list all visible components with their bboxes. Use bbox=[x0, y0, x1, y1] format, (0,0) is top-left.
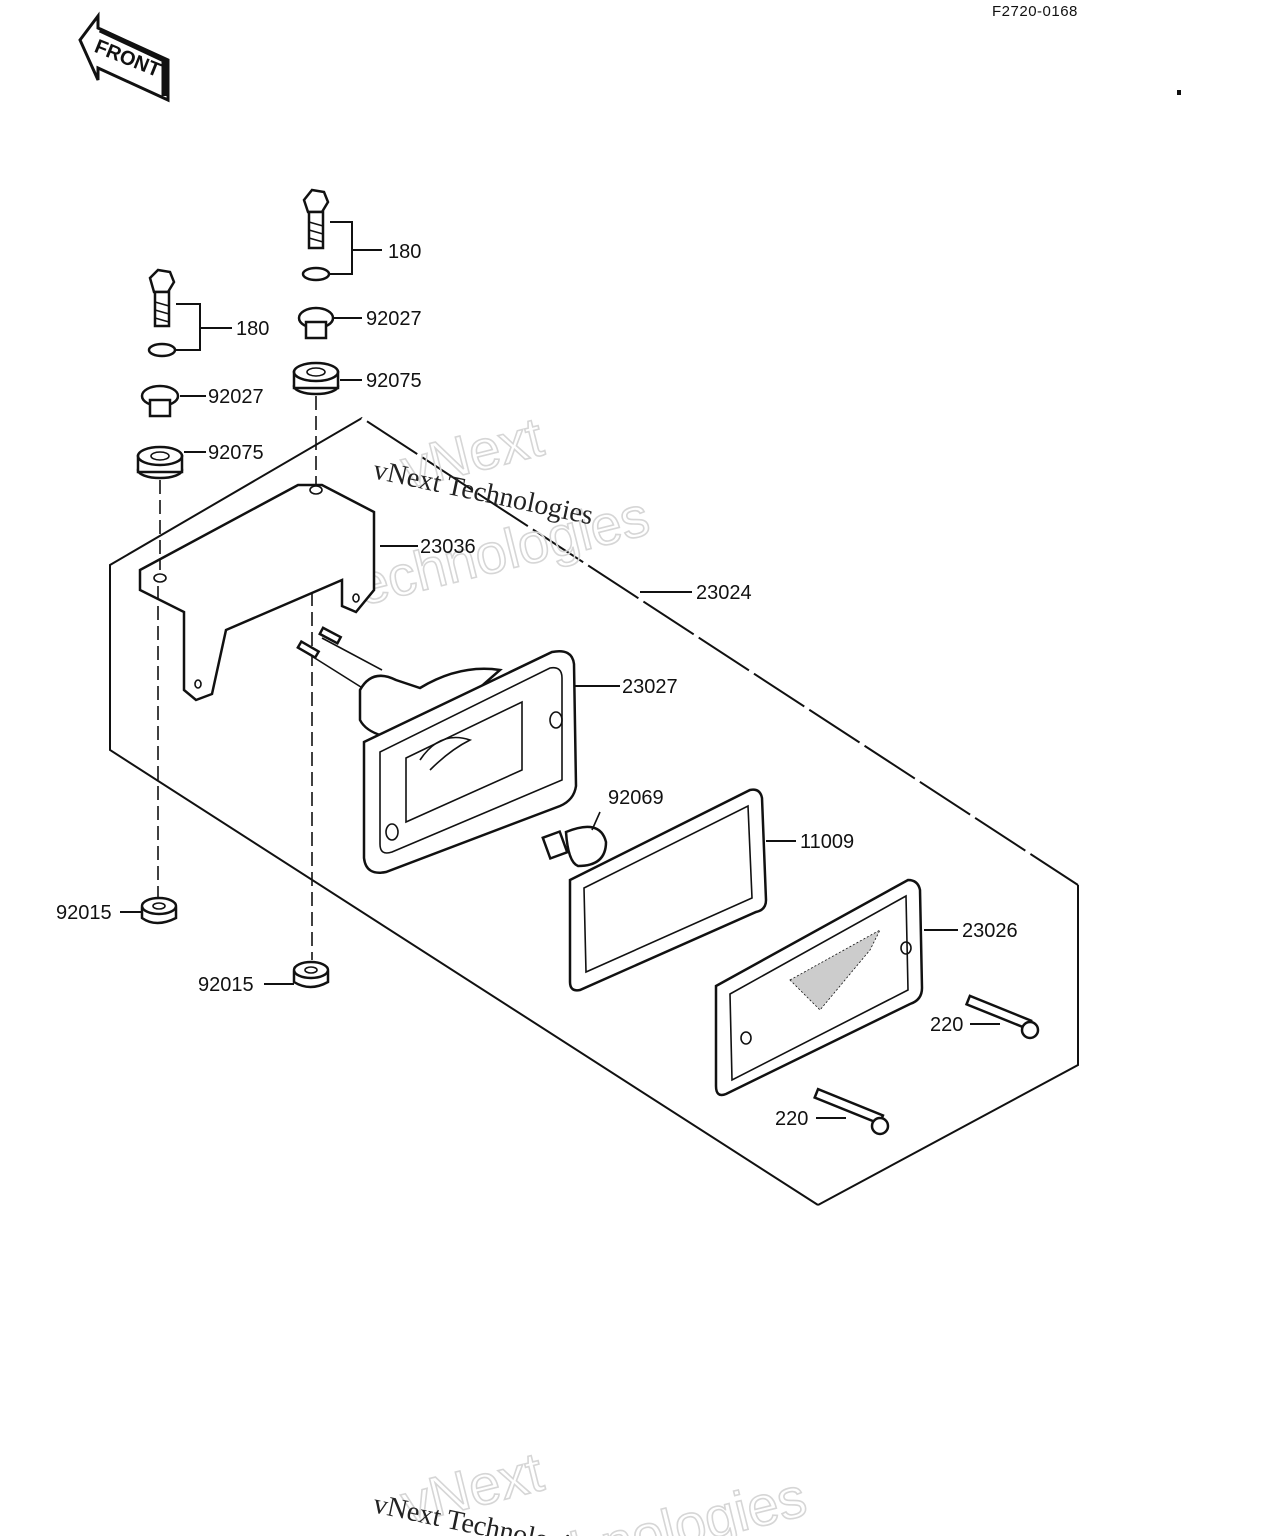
callout-92015-right: 92015 bbox=[198, 974, 254, 996]
screw-lower bbox=[813, 1087, 890, 1136]
callout-92027-right: 92027 bbox=[366, 308, 422, 330]
collar-washer-left bbox=[140, 384, 180, 418]
mounting-bracket bbox=[138, 483, 376, 702]
watermark: vNext Technologies vNext Technologies vN… bbox=[322, 404, 813, 1536]
lens bbox=[714, 878, 924, 1097]
lock-washer-left bbox=[147, 342, 177, 358]
callout-23024: 23024 bbox=[696, 582, 752, 604]
collar-washer-right bbox=[297, 306, 335, 340]
screw-upper bbox=[964, 994, 1040, 1040]
callout-23027: 23027 bbox=[622, 676, 678, 698]
callout-23026: 23026 bbox=[962, 920, 1018, 942]
wire-leads bbox=[296, 626, 383, 695]
grommet-right bbox=[292, 361, 340, 396]
callout-92075-right: 92075 bbox=[366, 370, 422, 392]
gasket bbox=[568, 788, 768, 992]
front-arrow-icon: FRONT bbox=[78, 11, 170, 103]
lamp-housing bbox=[358, 650, 578, 874]
lock-washer-right bbox=[301, 266, 331, 282]
nut-left bbox=[140, 896, 178, 925]
callout-92027-left: 92027 bbox=[208, 386, 264, 408]
bolt-left bbox=[148, 268, 176, 328]
callout-92015-left: 92015 bbox=[56, 902, 112, 924]
callout-180-right: 180 bbox=[388, 241, 421, 263]
diagram-code: F2720-0168 bbox=[992, 3, 1078, 20]
nut-right bbox=[292, 960, 330, 989]
callout-180-left: 180 bbox=[236, 318, 269, 340]
bulb bbox=[541, 825, 608, 868]
callout-23036: 23036 bbox=[420, 536, 476, 558]
bolt-right bbox=[302, 188, 330, 250]
callout-92075-left: 92075 bbox=[208, 442, 264, 464]
grommet-left bbox=[136, 445, 184, 480]
callout-92069: 92069 bbox=[608, 787, 664, 809]
callout-220-upper: 220 bbox=[930, 1014, 963, 1036]
callout-220-lower: 220 bbox=[775, 1108, 808, 1130]
callout-11009: 11009 bbox=[800, 831, 854, 853]
assembly-outline bbox=[109, 416, 1079, 1206]
